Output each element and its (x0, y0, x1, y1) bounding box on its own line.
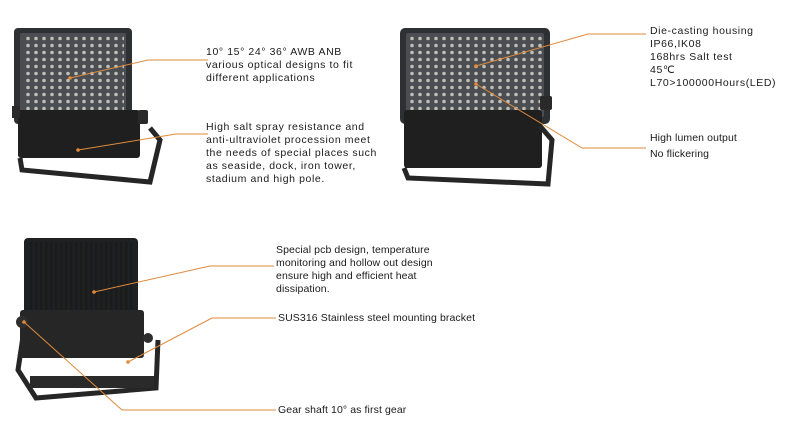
annotation-gear: Gear shaft 10° as first gear (278, 404, 407, 416)
floodlight-2 (400, 28, 555, 187)
annotation-optics: 10° 15° 24° 36° AWB ANB various optical … (206, 46, 353, 84)
floodlight-1 (12, 28, 163, 185)
annotation-no-flickering: No flickering (650, 148, 710, 160)
annotation-salt-spray: High salt spray resistance and anti-ultr… (206, 121, 377, 185)
floodlight-3-rear (15, 238, 161, 401)
annotation-housing: Die-casting housing IP66,IK08 168hrs Sal… (650, 25, 777, 89)
annotation-pcb: Special pcb design, temperature monitori… (276, 244, 433, 295)
annotation-lumen-output: High lumen output (650, 132, 737, 144)
annotation-bracket: SUS316 Stainless steel mounting bracket (278, 312, 476, 324)
